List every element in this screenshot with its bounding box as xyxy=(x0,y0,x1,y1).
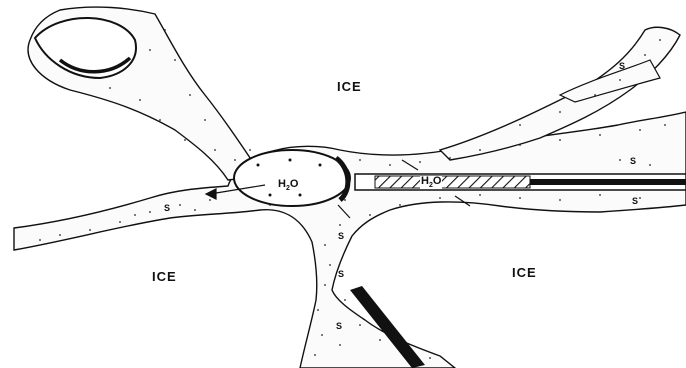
h2o-label-cell: H2O xyxy=(278,179,298,192)
h2o-tube-h: H xyxy=(421,175,429,187)
central-channel xyxy=(14,112,686,368)
s-label-center-1: S xyxy=(338,232,344,241)
ice-label-right: ICE xyxy=(512,266,537,279)
s-label-left: S xyxy=(164,204,170,213)
ice-label-left: ICE xyxy=(152,270,177,283)
h2o-label-tube: H2O xyxy=(420,176,442,189)
micropipette xyxy=(355,174,686,190)
ice-label-top: ICE xyxy=(337,80,362,93)
h2o-cell-o: O xyxy=(290,178,299,190)
s-label-right-lower: S xyxy=(632,197,638,206)
s-label-bottom: S xyxy=(336,322,342,331)
h2o-tube-o: O xyxy=(433,175,442,187)
s-label-top-right: S xyxy=(619,62,625,71)
s-label-right-upper: S xyxy=(630,157,636,166)
s-label-center-2: S xyxy=(338,270,344,279)
h2o-cell-h: H xyxy=(278,178,286,190)
